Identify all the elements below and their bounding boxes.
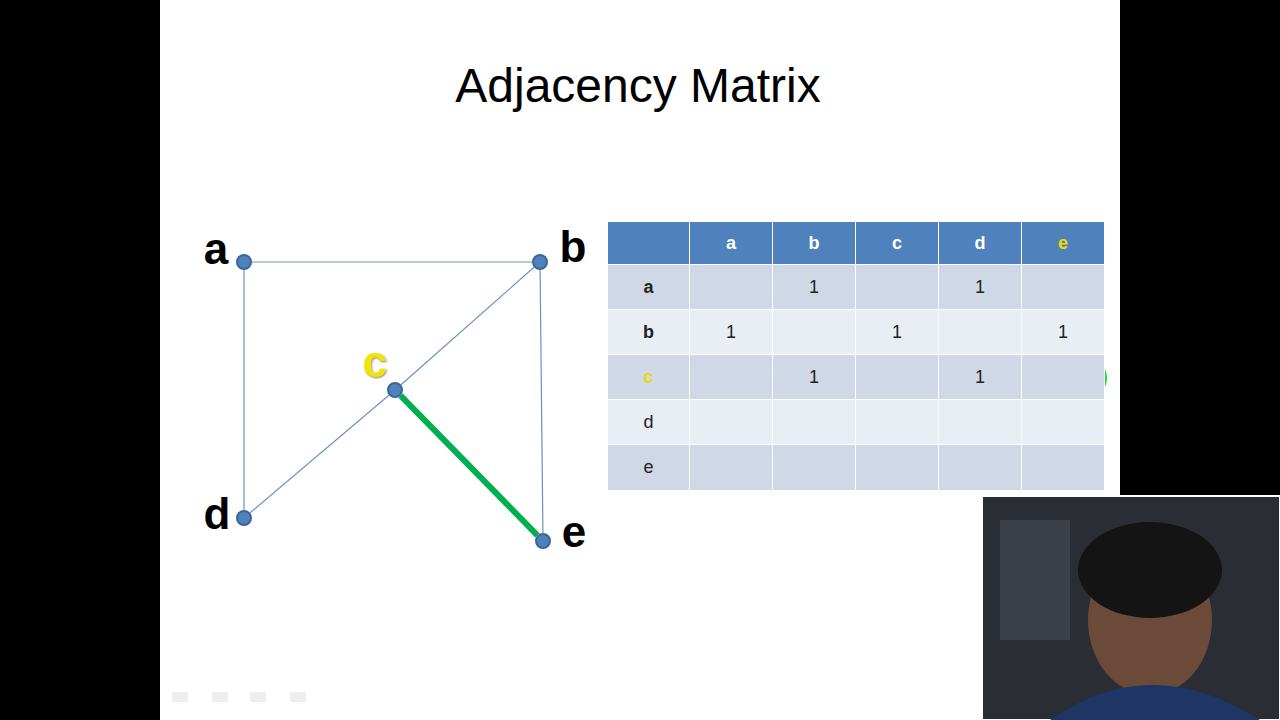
vertex-label: a [204,227,228,271]
matrix-header: b [643,322,654,343]
table-header-cell: a [690,222,773,265]
matrix-entry: 1 [809,367,819,388]
matrix-entry: 1 [975,367,985,388]
matrix-header: c [892,233,902,254]
matrix-entry: 1 [809,277,819,298]
graph-edge [250,395,389,513]
table-cell: d [608,400,690,445]
table-cell: 1 [856,310,939,355]
matrix-header: b [809,233,820,254]
graph-edge [401,267,534,384]
table-cell [690,445,773,491]
graph-vertex: c [387,382,403,398]
matrix-header: d [975,233,986,254]
matrix-header: a [643,277,653,298]
slide-toolbar [172,692,306,702]
table-cell [856,265,939,310]
graph-edge [540,270,543,533]
graph-vertex: b [532,254,548,270]
vertex-label: b [560,225,587,269]
table-header-cell: c [856,222,939,265]
matrix-header: a [726,233,736,254]
table-cell [1022,445,1105,491]
vertex-label: c [363,340,387,384]
matrix-entry: 1 [892,322,902,343]
table-cell [773,445,856,491]
table-cell [773,310,856,355]
slide-title: Adjacency Matrix [300,58,976,113]
table-cell [1022,400,1105,445]
table-cell [856,445,939,491]
table-cell [939,310,1022,355]
vertex-label: d [204,492,231,536]
table-header-cell: e [1022,222,1105,265]
table-cell: 1 [939,355,1022,400]
table-cell [939,445,1022,491]
graph-vertex: e [535,533,551,549]
table-cell: e [608,445,690,491]
table-cell: 1 [939,265,1022,310]
table-header-cell: d [939,222,1022,265]
matrix-entry: 1 [1058,322,1068,343]
matrix-header: c [643,367,653,388]
table-cell: c [608,355,690,400]
table-cell: a [608,265,690,310]
table-cell [1022,355,1105,400]
graph-vertex: d [236,510,252,526]
table-cell [773,400,856,445]
graph-vertex: a [236,254,252,270]
matrix-header: e [643,457,653,478]
vertex-label: e [562,510,586,554]
table-cell [690,265,773,310]
matrix-header: d [643,412,653,433]
table-cell: 1 [690,310,773,355]
table-cell [690,400,773,445]
highlighted-edge [401,396,538,536]
table-cell [856,400,939,445]
table-cell: 1 [773,355,856,400]
table-header-cell: b [773,222,856,265]
graph-edge [243,270,244,510]
table-cell: 1 [1022,310,1105,355]
matrix-entry: 1 [975,277,985,298]
table-cell: 1 [773,265,856,310]
table-cell [1022,265,1105,310]
table-cell [856,355,939,400]
graph-edge [252,261,532,262]
webcam-overlay [982,496,1280,720]
table-header-cell [608,222,690,265]
table-cell [939,400,1022,445]
table-cell [690,355,773,400]
table-cell: b [608,310,690,355]
matrix-header: e [1058,233,1068,254]
matrix-entry: 1 [726,322,736,343]
